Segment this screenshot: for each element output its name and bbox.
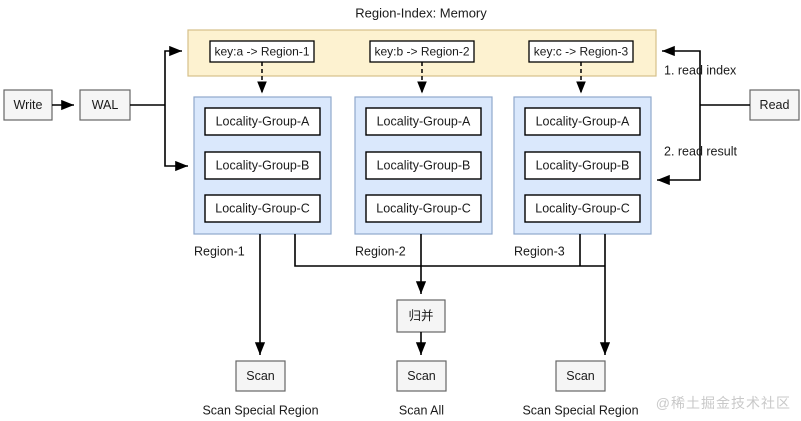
read-label: Read [760, 98, 790, 112]
locality-group-box-2a[interactable] [365, 107, 482, 136]
locality-group-box-3c[interactable] [524, 194, 641, 223]
index-entry-label-3: key:c -> Region-3 [534, 45, 629, 59]
index-entry-label-2: key:b -> Region-2 [374, 45, 469, 59]
read-step2-label: 2. read result [664, 144, 737, 158]
locality-group-box-1c[interactable] [204, 194, 321, 223]
edge-wal-to-index [164, 45, 182, 105]
locality-group-box-3b[interactable] [524, 151, 641, 180]
region-caption-1: Region-1 [194, 244, 245, 258]
locality-group-label-3a: Locality-Group-A [536, 114, 630, 128]
index-entry-label-1: key:a -> Region-1 [214, 45, 309, 59]
locality-group-box-1a[interactable] [204, 107, 321, 136]
scan-label-3: Scan [566, 369, 595, 383]
scan-label-2: Scan [407, 369, 436, 383]
scan-label-1: Scan [246, 369, 275, 383]
edge-read-result [657, 105, 701, 186]
locality-group-label-3b: Locality-Group-B [536, 158, 630, 172]
edge-read-index [662, 45, 701, 105]
region-caption-2: Region-2 [355, 244, 406, 258]
locality-group-label-2c: Locality-Group-C [376, 201, 470, 215]
wal-node[interactable] [79, 89, 131, 121]
merge-node[interactable] [396, 299, 446, 333]
scan-node-3[interactable] [555, 360, 606, 392]
write-label: Write [14, 98, 43, 112]
locality-group-box-3a[interactable] [524, 107, 641, 136]
scan-caption-2: Scan All [399, 403, 444, 417]
scan-node-1[interactable] [235, 360, 286, 392]
locality-group-box-2b[interactable] [365, 151, 482, 180]
locality-group-box-1b[interactable] [204, 151, 321, 180]
diagram-title: Region-Index: Memory [355, 5, 487, 20]
scan-caption-1: Scan Special Region [202, 403, 318, 417]
write-node[interactable] [3, 89, 53, 121]
merge-label: 归并 [408, 309, 433, 323]
scan-caption-3: Scan Special Region [522, 403, 638, 417]
read-node[interactable] [749, 89, 800, 121]
locality-group-box-2c[interactable] [365, 194, 482, 223]
locality-group-label-1c: Locality-Group-C [215, 201, 309, 215]
locality-group-label-2b: Locality-Group-B [377, 158, 471, 172]
locality-group-label-1b: Locality-Group-B [216, 158, 310, 172]
edge-wal-to-region1 [164, 105, 188, 172]
read-step1-label: 1. read index [664, 63, 737, 77]
region-caption-3: Region-3 [514, 244, 565, 258]
locality-group-label-3c: Locality-Group-C [535, 201, 629, 215]
locality-group-label-1a: Locality-Group-A [216, 114, 310, 128]
scan-node-2[interactable] [396, 360, 447, 392]
wal-label: WAL [92, 98, 119, 112]
edge-region1-to-bus [294, 234, 605, 267]
locality-group-label-2a: Locality-Group-A [377, 114, 471, 128]
watermark: @稀土掘金技术社区 [655, 395, 791, 411]
